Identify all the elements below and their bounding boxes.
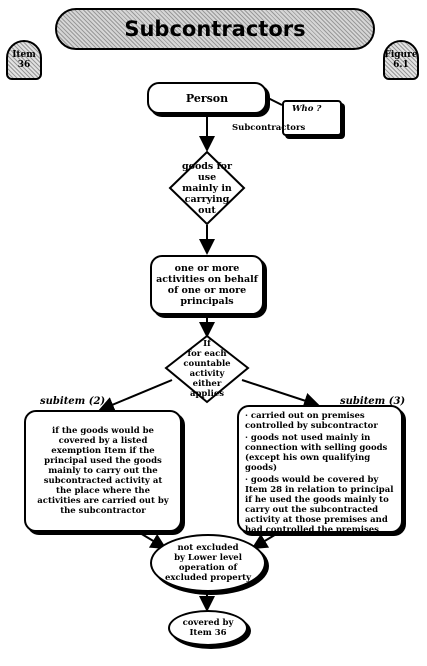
goods-diamond (168, 150, 246, 226)
arrow-subitem2-to-not-excluded (134, 529, 167, 550)
covered-line: covered by (182, 618, 234, 628)
arrow-if-to-subitem2 (98, 379, 173, 412)
who-box: Who ? (282, 100, 342, 136)
subitem3-label: subitem (3) (340, 396, 406, 407)
subitem2-box: if the goods would be covered by a liste… (24, 410, 182, 532)
goods-line: out (198, 204, 216, 216)
if-line: either (192, 379, 222, 389)
figure-tab-line1: Figure (384, 50, 418, 60)
item-tab: Item 36 (6, 40, 42, 80)
goods-line: use (197, 171, 217, 183)
covered-line: Item 36 (189, 628, 227, 638)
subitem3-box: · carried out on premises controlled by … (237, 405, 403, 535)
activities-line: principals (180, 296, 234, 307)
if-line: countable (183, 359, 231, 369)
if-line: If (203, 339, 211, 349)
if-line: activity (189, 369, 225, 379)
list-item: · goods not used mainly in connection wi… (245, 433, 388, 473)
page-title: Subcontractors (124, 17, 306, 41)
not-excluded-line: excluded property (164, 573, 252, 583)
subitem3-list: · carried out on premises controlled by … (245, 411, 395, 535)
activities-line: of one or more (167, 285, 247, 296)
who-value: Subcontractors (232, 123, 306, 133)
covered-ellipse: covered by Item 36 (168, 610, 248, 646)
if-line: for each (187, 349, 227, 359)
who-label: Who ? (292, 104, 322, 114)
goods-line: mainly in (182, 182, 232, 194)
item-tab-line2: 36 (17, 60, 31, 70)
item-tab-line1: Item (12, 50, 36, 60)
not-excluded-line: not excluded (177, 543, 239, 553)
activities-line: one or more (174, 263, 240, 274)
if-line: applies (189, 389, 225, 399)
goods-line: carrying (184, 193, 230, 205)
goods-line: goods for (181, 160, 233, 172)
list-item: · carried out on premises controlled by … (245, 411, 378, 431)
activities-line: activities on behalf (156, 274, 258, 285)
line-person-to-who (267, 97, 283, 106)
if-diamond-text: If for each countable activity either ap… (174, 339, 240, 399)
arrow-subitem3-to-not-excluded (251, 529, 284, 550)
arrow-if-to-subitem3 (241, 379, 320, 409)
figure-tab-line2: 6.1 (393, 60, 409, 70)
header-banner (55, 8, 375, 50)
goods-diamond-text: goods for use mainly in carrying out (174, 160, 240, 216)
activities-box: one or more activities on behalf of one … (150, 255, 264, 315)
person-box: Person (147, 82, 267, 114)
person-label: Person (185, 91, 229, 105)
if-diamond (164, 334, 250, 404)
subitem2-text: if the goods would be covered by a liste… (37, 426, 169, 516)
figure-tab: Figure 6.1 (383, 40, 419, 80)
list-item: · goods would be covered by Item 28 in r… (245, 475, 394, 535)
not-excluded-ellipse: not excluded by Lower level operation of… (150, 534, 266, 592)
not-excluded-line: operation of (178, 563, 238, 573)
subitem2-label: subitem (2) (40, 396, 106, 407)
not-excluded-line: by Lower level (174, 553, 242, 563)
